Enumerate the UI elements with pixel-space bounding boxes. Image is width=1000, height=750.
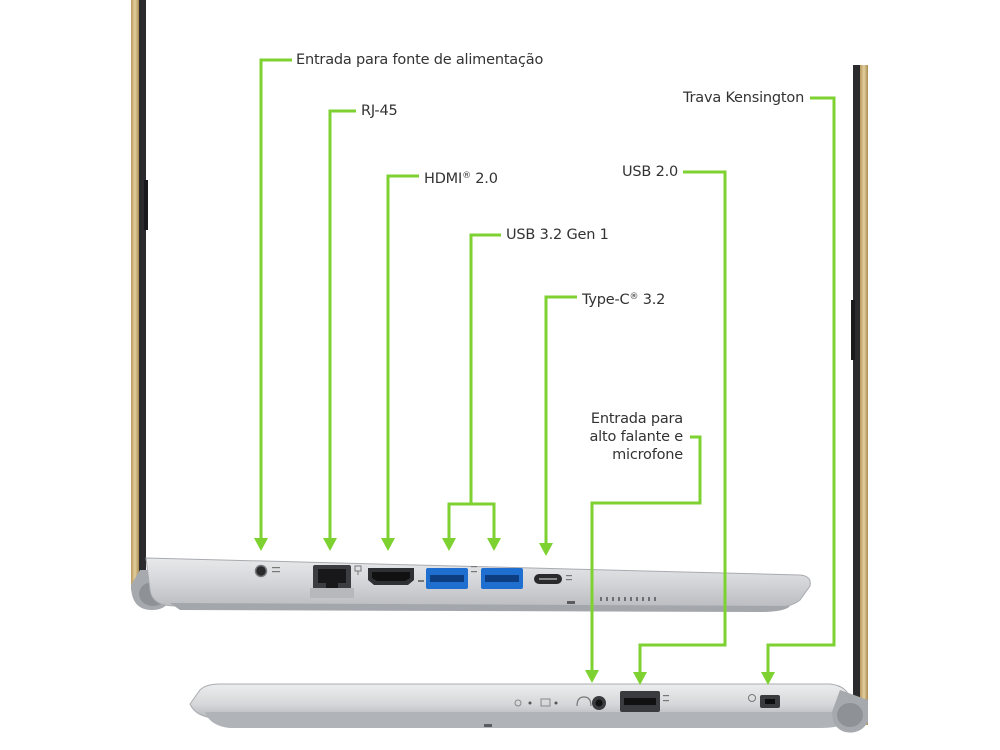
right-rubber-foot (484, 724, 492, 727)
typec-label-main: Type-C (582, 292, 630, 308)
battery-indicator-icon (540, 698, 558, 707)
audio-label-line-2: alto falante e (589, 429, 683, 445)
left-lid-gold-edge (131, 0, 139, 590)
right-chassis (189, 683, 853, 719)
kensington-lock-icon (748, 694, 756, 702)
right-chassis-edge (205, 712, 850, 728)
ethernet-icon (354, 565, 362, 575)
left-lid-button (144, 180, 148, 230)
right-lid-button (851, 300, 855, 360)
left-rubber-foot (567, 601, 575, 604)
hdmi-port (368, 568, 414, 585)
usb32-arrowhead-2 (487, 538, 501, 551)
hdmi-icon (418, 580, 424, 582)
leader-arrowheads (254, 538, 775, 685)
usb32-leader-branch (447, 502, 496, 540)
power-symbol-icon (272, 567, 280, 573)
left-lid-dark-bezel (139, 0, 146, 590)
left-chassis (145, 557, 811, 609)
kensington-arrowhead (761, 672, 775, 685)
usb-icon (663, 695, 669, 702)
power-label: Entrada para fonte de alimentação (296, 52, 544, 68)
usb32-arrowhead-1 (442, 538, 456, 551)
audio-label: Entrada para alto falante e microfone (573, 410, 683, 464)
hdmi-label: HDMI® 2.0 (424, 167, 498, 188)
left-side-laptop (131, 0, 811, 612)
hdmi-label-main: HDMI (424, 171, 463, 187)
typec-label-version: 3.2 (638, 292, 666, 308)
led-indicator-icon (514, 699, 532, 707)
rj45-port (310, 565, 354, 598)
audio-jack-port (592, 696, 606, 710)
usb20-port (620, 691, 660, 712)
usb20-arrowhead (633, 672, 647, 685)
rj45-label: RJ-45 (361, 103, 398, 119)
audio-arrowhead (585, 670, 599, 683)
audio-leader-line (590, 435, 702, 672)
power-port (254, 564, 268, 578)
kensington-slot (760, 695, 780, 708)
hdmi-leader-line (386, 174, 419, 540)
typec-arrowhead (539, 543, 553, 556)
rj45-leader-line (328, 109, 356, 540)
leader-lines (259, 58, 836, 674)
usb32-leader-line (469, 233, 501, 504)
audio-label-line-3: microfone (612, 447, 683, 463)
thunderbolt-icon (566, 575, 572, 581)
rj45-arrowhead (323, 538, 337, 551)
usb32-port-1 (426, 568, 468, 589)
power-arrowhead (254, 538, 268, 551)
usb32-label: USB 3.2 Gen 1 (506, 227, 609, 243)
headset-icon (576, 696, 592, 707)
left-chassis-edge (170, 603, 790, 612)
audio-label-line-1: Entrada para (590, 411, 683, 427)
typec-label-registered: ® (629, 292, 639, 302)
typec-leader-line (544, 295, 577, 545)
right-hinge-cap (837, 703, 863, 727)
usb20-label: USB 2.0 (622, 164, 679, 180)
typec-port (534, 574, 562, 584)
usb-icon (471, 566, 477, 573)
kensington-label: Trava Kensington (683, 90, 805, 106)
right-side-laptop (189, 65, 868, 733)
usb32-port-2 (481, 568, 523, 589)
left-vent (600, 597, 656, 601)
hdmi-arrowhead (381, 538, 395, 551)
hdmi-label-version: 2.0 (470, 171, 498, 187)
right-lid-dark-bezel (853, 65, 860, 725)
typec-label: Type-C® 3.2 (582, 288, 665, 309)
usb20-leader-line (638, 170, 727, 674)
right-lid-gold-edge (860, 65, 868, 725)
power-leader-line (259, 58, 292, 540)
kensington-leader-line (766, 96, 836, 674)
hdmi-label-registered: ® (462, 171, 471, 181)
